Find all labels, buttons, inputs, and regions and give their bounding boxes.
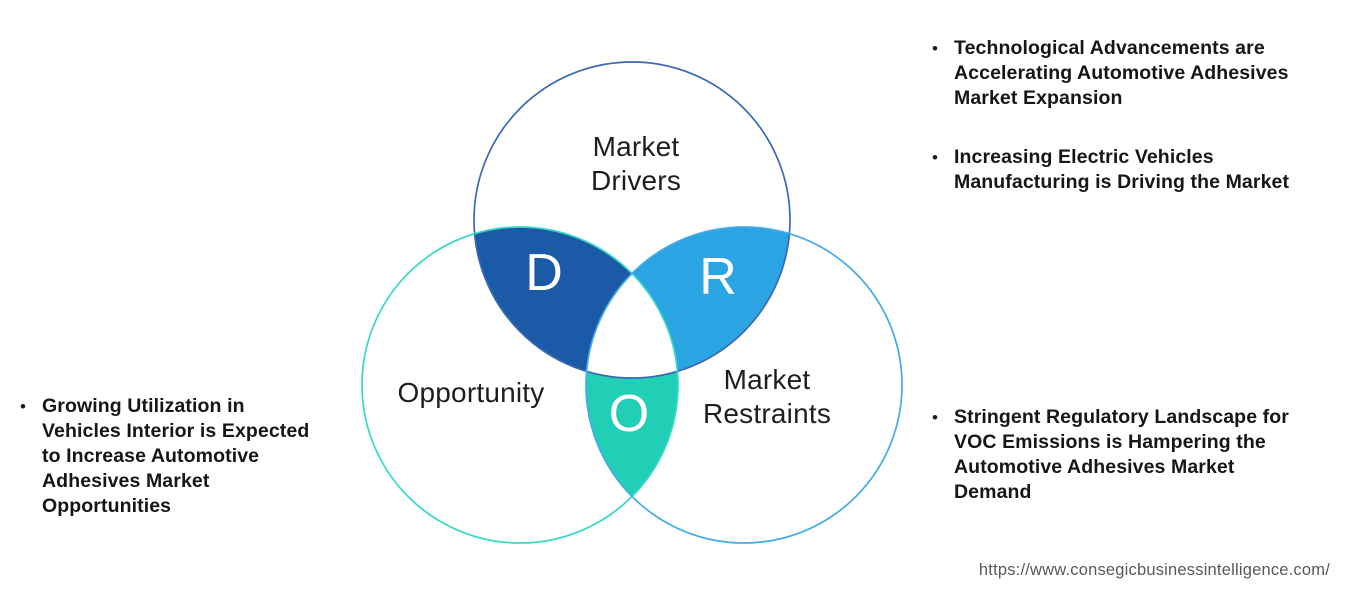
bullet-icon: •	[932, 408, 938, 427]
bullet-icon: •	[932, 148, 938, 167]
opportunity-bullet-list: • Growing Utilization in Vehicles Interi…	[20, 394, 340, 519]
label-market-drivers: Market Drivers	[590, 131, 682, 196]
drivers-circle	[473, 61, 791, 379]
bullet-icon: •	[20, 397, 26, 416]
restraints-bullet-list: • Stringent Regulatory Landscape for VOC…	[932, 405, 1332, 505]
list-item: • Increasing Electric Vehicles Manufactu…	[932, 145, 1332, 195]
label-market-restraints: Market Restraints	[702, 364, 832, 429]
list-item: • Stringent Regulatory Landscape for VOC…	[932, 405, 1332, 505]
letter-d: D	[525, 244, 563, 302]
letter-r: R	[699, 248, 737, 306]
bullet-text: Stringent Regulatory Landscape for VOC E…	[954, 406, 1289, 503]
bullet-icon: •	[932, 39, 938, 58]
list-item: • Growing Utilization in Vehicles Interi…	[20, 394, 340, 519]
drivers-bullet-list: • Technological Advancements are Acceler…	[932, 36, 1332, 195]
bullet-text: Growing Utilization in Vehicles Interior…	[42, 395, 310, 517]
bullet-text: Technological Advancements are Accelerat…	[954, 37, 1289, 109]
letter-o: O	[608, 385, 650, 443]
source-url: https://www.consegicbusinessintelligence…	[978, 561, 1330, 579]
bullet-text: Increasing Electric Vehicles Manufacturi…	[954, 146, 1290, 193]
restraints-overlap-region	[586, 227, 790, 378]
label-opportunity: Opportunity	[397, 377, 545, 408]
restraints-circle	[585, 226, 903, 544]
opportunity-circle	[361, 226, 679, 544]
list-item: • Technological Advancements are Acceler…	[932, 36, 1332, 111]
drivers-overlap-region	[474, 227, 678, 378]
